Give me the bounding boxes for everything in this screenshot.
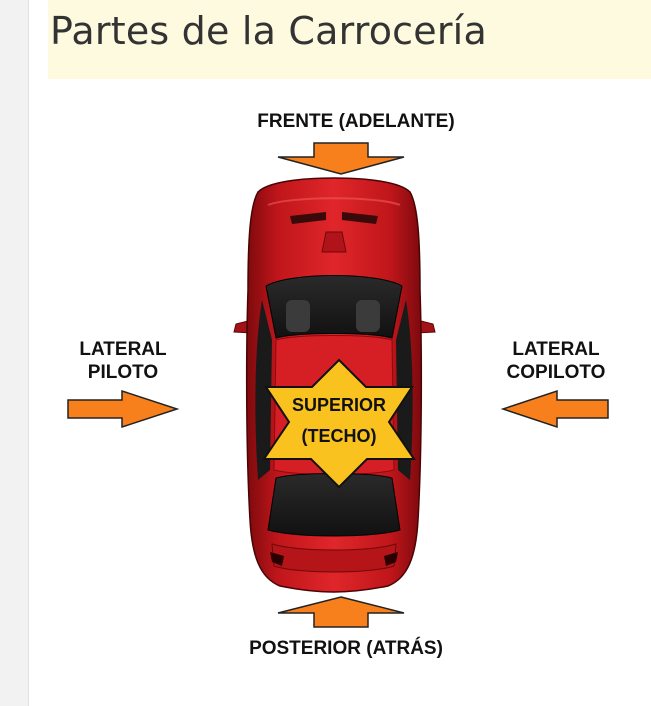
right-tail-light <box>384 552 398 566</box>
left-tail-light <box>270 552 284 566</box>
front-label-text: FRENTE (ADELANTE) <box>257 111 455 132</box>
left-label-line2: PILOTO <box>87 362 159 383</box>
hood-vent-left <box>290 212 326 224</box>
left-side-label: LATERAL PILOTO <box>48 338 198 384</box>
rear-arrow <box>277 596 405 628</box>
roof-star <box>262 358 416 489</box>
roof-label-line1: SUPERIOR <box>292 395 386 415</box>
left-label-line1: LATERAL <box>79 339 167 360</box>
rear-window <box>267 473 401 537</box>
roof-label-line2: (TECHO) <box>302 426 377 446</box>
hood-vent-right <box>342 212 378 224</box>
left-side-window <box>255 300 272 480</box>
rear-label: POSTERIOR (ATRÁS) <box>216 637 476 660</box>
page-title: Partes de la Carrocería <box>50 9 487 53</box>
right-label-line1: LATERAL <box>512 339 600 360</box>
header-banner <box>48 0 651 79</box>
right-label-line2: COPILOTO <box>506 362 606 383</box>
front-label: FRENTE (ADELANTE) <box>226 110 486 133</box>
front-arrow <box>277 142 405 175</box>
right-side-label: LATERAL COPILOTO <box>481 338 631 384</box>
right-arrow <box>500 389 609 429</box>
rear-label-text: POSTERIOR (ATRÁS) <box>249 638 443 659</box>
left-arrow <box>67 389 180 429</box>
left-rail <box>0 0 29 706</box>
